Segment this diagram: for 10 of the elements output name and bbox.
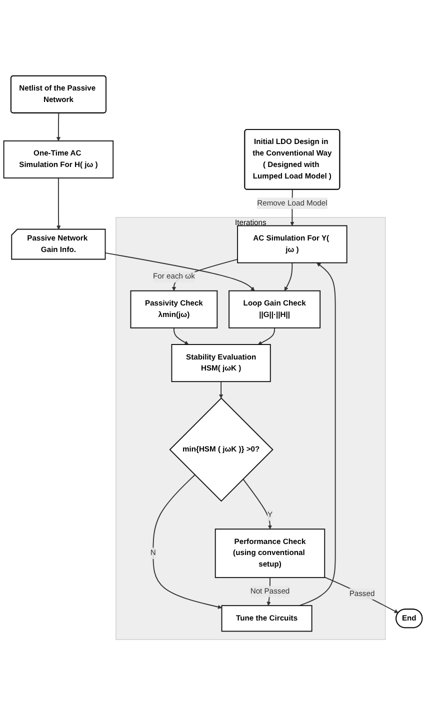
arrow (242, 478, 272, 530)
arrow (152, 474, 222, 609)
arrow (324, 576, 398, 613)
arrow (258, 327, 276, 345)
arrow (173, 327, 189, 345)
arrow (56, 112, 61, 141)
arrow (56, 177, 61, 230)
arrow (299, 262, 336, 606)
arrow (218, 380, 224, 398)
arrow (284, 262, 293, 291)
